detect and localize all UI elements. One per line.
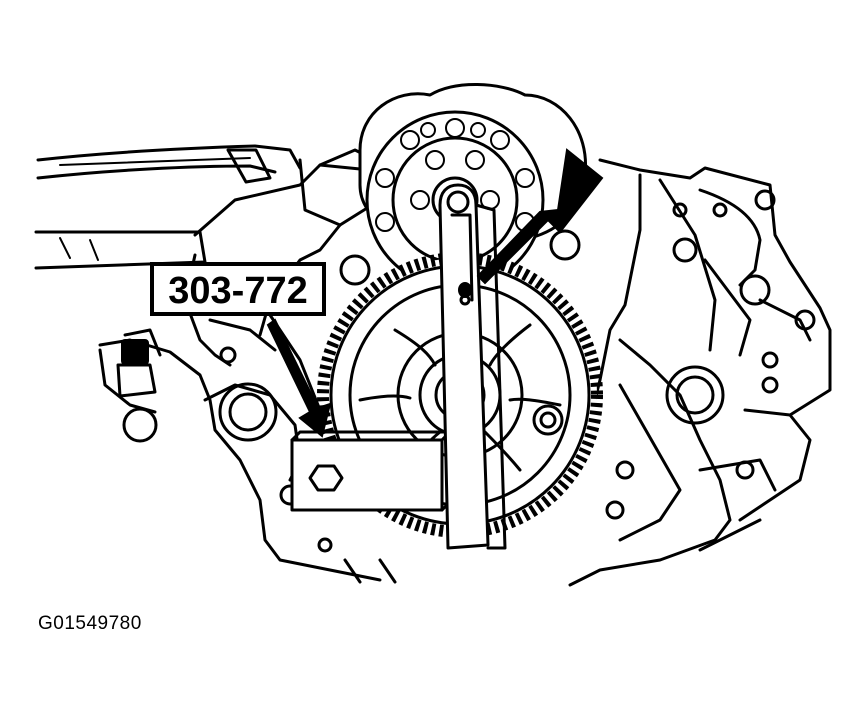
tool-number-label: 303-772 [150, 262, 326, 316]
sensor-plug [116, 339, 157, 398]
callout-arrow-lower-icon [266, 318, 332, 438]
callout-arrow-upper-icon [476, 148, 604, 285]
engine-block [98, 148, 832, 587]
figure-id: G01549780 [38, 613, 142, 634]
tool-number-text: 303-772 [168, 270, 307, 312]
block-bosses [122, 189, 816, 553]
alignment-tool-vertical [438, 183, 507, 550]
wiring-harness [34, 144, 302, 270]
holding-tool-bar [290, 430, 452, 512]
callout-arrows [266, 148, 604, 438]
